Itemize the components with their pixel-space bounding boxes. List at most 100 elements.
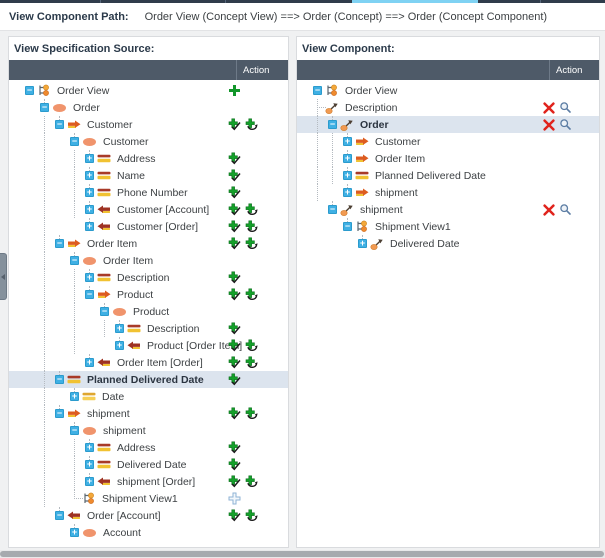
tree-row[interactable]: −Order View bbox=[297, 82, 599, 99]
tree-row[interactable]: − Order [Account] bbox=[9, 507, 288, 524]
tree-row[interactable]: +Delivered Date bbox=[9, 456, 288, 473]
collapse-toggle[interactable]: − bbox=[82, 286, 97, 303]
tree-node-label[interactable]: shipment bbox=[375, 186, 418, 199]
collapse-toggle[interactable]: − bbox=[25, 85, 34, 95]
expand-toggle[interactable]: + bbox=[67, 524, 82, 541]
add-with-arrow-action-icon[interactable] bbox=[245, 509, 258, 522]
add-with-check-action-icon[interactable] bbox=[228, 407, 241, 420]
tree-node-label[interactable]: Description bbox=[117, 271, 170, 284]
tree-row[interactable]: +Delivered Date bbox=[297, 235, 599, 252]
tree-node-label[interactable]: Order Item bbox=[375, 152, 426, 165]
add-with-check-action-icon[interactable] bbox=[228, 373, 241, 386]
tree-node-label[interactable]: Product bbox=[117, 288, 154, 301]
add-with-check-action-icon[interactable] bbox=[228, 322, 241, 335]
tree-row[interactable]: − Order bbox=[9, 99, 288, 116]
tree-row[interactable]: − Product bbox=[9, 286, 288, 303]
collapse-toggle[interactable]: − bbox=[52, 507, 67, 524]
tree-node-label[interactable]: Account bbox=[103, 526, 141, 539]
tree-node-label[interactable]: Description bbox=[345, 101, 398, 114]
collapse-toggle[interactable]: − bbox=[37, 99, 52, 116]
tree-node-label[interactable]: Order bbox=[73, 101, 100, 114]
tree-row[interactable]: −Customer bbox=[9, 116, 288, 133]
tree-node-label[interactable]: Phone Number bbox=[117, 186, 188, 199]
expand-toggle[interactable]: + bbox=[82, 473, 97, 490]
tree-row[interactable]: +Description bbox=[9, 320, 288, 337]
tree-row[interactable]: +Address bbox=[9, 439, 288, 456]
tree-node-label[interactable]: shipment [Order] bbox=[117, 475, 196, 488]
horizontal-scrollbar[interactable] bbox=[0, 550, 605, 558]
tree-node-label[interactable]: Customer bbox=[87, 118, 133, 131]
collapse-toggle[interactable]: − bbox=[67, 422, 82, 439]
add-with-arrow-action-icon[interactable] bbox=[245, 237, 258, 250]
search-action-icon[interactable] bbox=[559, 118, 572, 131]
add-with-check-action-icon[interactable] bbox=[228, 203, 241, 216]
tree-node-label[interactable]: Planned Delivered Date bbox=[87, 373, 204, 386]
add-with-arrow-action-icon[interactable] bbox=[245, 339, 258, 352]
delete-action-icon[interactable] bbox=[543, 118, 555, 131]
add-with-check-action-icon[interactable] bbox=[228, 509, 241, 522]
add-with-check-action-icon[interactable] bbox=[228, 118, 241, 131]
tree-row[interactable]: + Product [Order Item] bbox=[9, 337, 288, 354]
tree-node-label[interactable]: Order [Account] bbox=[87, 509, 161, 522]
tree-row[interactable]: +Date bbox=[9, 388, 288, 405]
tree-row[interactable]: Description bbox=[297, 99, 599, 116]
tree-node-label[interactable]: Order Item [Order] bbox=[117, 356, 203, 369]
tree-node-label[interactable]: Order View bbox=[57, 84, 110, 97]
tree-row[interactable]: + Customer bbox=[297, 133, 599, 150]
tree-row[interactable]: − Product bbox=[9, 303, 288, 320]
tree-row[interactable]: +Customer [Order] bbox=[9, 218, 288, 235]
expand-toggle[interactable]: + bbox=[82, 218, 97, 235]
tree-row[interactable]: + Account bbox=[9, 524, 288, 541]
tree-node-label[interactable]: shipment bbox=[360, 203, 403, 216]
search-action-icon[interactable] bbox=[559, 203, 572, 216]
add-with-arrow-action-icon[interactable] bbox=[245, 407, 258, 420]
add-with-arrow-action-icon[interactable] bbox=[245, 203, 258, 216]
tree-row[interactable]: −Shipment View1 bbox=[297, 218, 599, 235]
plus-action-icon[interactable] bbox=[228, 84, 241, 97]
tree-row[interactable]: + shipment [Order] bbox=[9, 473, 288, 490]
expand-toggle[interactable]: + bbox=[112, 320, 127, 337]
expand-toggle[interactable]: + bbox=[340, 184, 355, 201]
tree-node-label[interactable]: Planned Delivered Date bbox=[375, 169, 486, 182]
tree-row[interactable]: +Order Item bbox=[297, 150, 599, 167]
tree-node-label[interactable]: Customer [Account] bbox=[117, 203, 210, 216]
collapse-toggle[interactable]: − bbox=[52, 235, 67, 252]
tree-row[interactable]: − Order Item bbox=[9, 235, 288, 252]
tree-node-label[interactable]: Product [Order Item] bbox=[147, 339, 243, 352]
collapse-toggle[interactable]: − bbox=[97, 303, 112, 320]
add-with-check-action-icon[interactable] bbox=[228, 220, 241, 233]
expand-toggle[interactable]: + bbox=[82, 167, 97, 184]
expand-toggle[interactable]: + bbox=[112, 337, 127, 354]
add-with-arrow-action-icon[interactable] bbox=[245, 118, 258, 131]
add-with-check-action-icon[interactable] bbox=[228, 152, 241, 165]
tree-row[interactable]: +Customer [Account] bbox=[9, 201, 288, 218]
collapse-toggle[interactable]: − bbox=[67, 252, 82, 269]
add-with-arrow-action-icon[interactable] bbox=[245, 475, 258, 488]
tree-node-label[interactable]: Product bbox=[133, 305, 170, 318]
expand-toggle[interactable]: + bbox=[340, 133, 355, 150]
panel-collapse-handle[interactable] bbox=[0, 253, 7, 300]
tree-row[interactable]: −shipment bbox=[9, 405, 288, 422]
tree-row[interactable]: − Order View bbox=[9, 82, 288, 99]
tree-node-label[interactable]: Delivered Date bbox=[117, 458, 187, 471]
expand-toggle[interactable]: + bbox=[82, 184, 97, 201]
delete-action-icon[interactable] bbox=[543, 203, 555, 216]
tree-node-label[interactable]: Order Item bbox=[87, 237, 138, 250]
tree-node-label[interactable]: Shipment View1 bbox=[102, 492, 178, 505]
tree-node-label[interactable]: Customer bbox=[375, 135, 421, 148]
expand-toggle[interactable]: + bbox=[82, 150, 97, 167]
tree-row[interactable]: −shipment bbox=[297, 201, 599, 218]
add-with-check-action-icon[interactable] bbox=[228, 288, 241, 301]
add-with-arrow-action-icon[interactable] bbox=[245, 288, 258, 301]
tree-row[interactable]: −Order Item bbox=[9, 252, 288, 269]
expand-toggle[interactable]: + bbox=[340, 167, 355, 184]
collapse-toggle[interactable]: − bbox=[52, 405, 67, 422]
add-with-check-action-icon[interactable] bbox=[228, 475, 241, 488]
tree-node-label[interactable]: Address bbox=[117, 152, 156, 165]
add-with-check-action-icon[interactable] bbox=[228, 237, 241, 250]
tree-node-label[interactable]: Name bbox=[117, 169, 146, 182]
tree-row[interactable]: +Description bbox=[9, 269, 288, 286]
expand-toggle[interactable]: + bbox=[67, 388, 82, 405]
collapse-toggle[interactable]: − bbox=[67, 133, 82, 150]
tree-row[interactable]: −Customer bbox=[9, 133, 288, 150]
